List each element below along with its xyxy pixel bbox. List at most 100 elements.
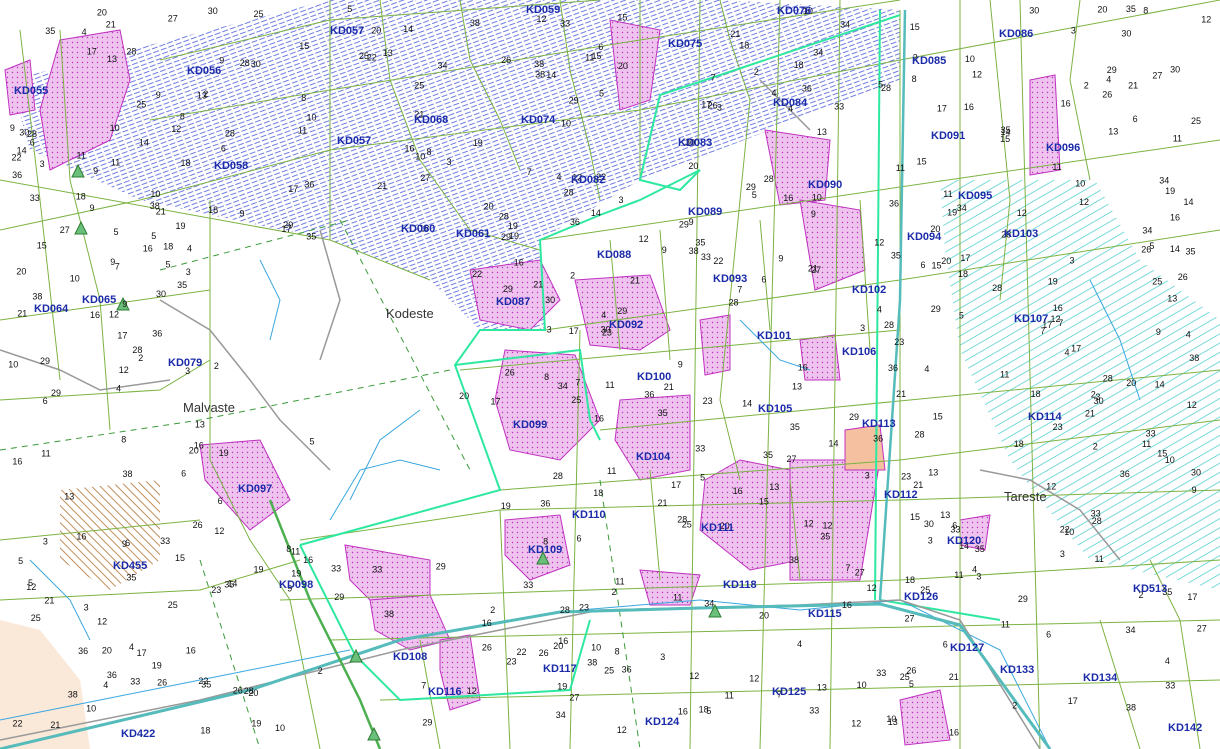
block-label[interactable]: KD068 (414, 114, 448, 126)
block-label[interactable]: KD076 (777, 5, 811, 17)
block-label[interactable]: KD513 (1133, 583, 1167, 595)
stand-number: 6 (943, 640, 948, 650)
block-label[interactable]: KD115 (808, 608, 842, 620)
block-label[interactable]: KD100 (637, 371, 671, 383)
stand-number: 15 (933, 412, 943, 422)
stand-number: 15 (175, 553, 185, 563)
block-labels[interactable]: KD055 KD056 KD057 KD057 KD058 KD059 KD06… (14, 4, 1202, 740)
stand-number: 22 (367, 52, 377, 62)
block-label[interactable]: KD083 (678, 137, 712, 149)
stand-number: 26 (501, 55, 511, 65)
stand-number: 8 (121, 434, 126, 444)
block-label[interactable]: KD102 (852, 284, 886, 296)
block-label[interactable]: KD134 (1083, 672, 1118, 684)
block-label[interactable]: KD112 (884, 489, 918, 501)
stand-number: 20 (248, 688, 258, 698)
stand-number: 21 (1085, 409, 1095, 419)
block-label[interactable]: KD113 (862, 418, 896, 430)
block-label[interactable]: KD093 (713, 273, 747, 285)
block-label[interactable]: KD109 (528, 544, 562, 556)
block-label[interactable]: KD057 (330, 25, 364, 37)
block-label[interactable]: KD089 (688, 206, 722, 218)
stand-number: 36 (802, 83, 812, 93)
block-label[interactable]: KD117 (543, 663, 577, 675)
block-label[interactable]: KD090 (808, 179, 842, 191)
stand-number: 35 (177, 280, 187, 290)
block-label[interactable]: KD099 (513, 419, 547, 431)
block-label[interactable]: KD114 (1028, 411, 1063, 423)
block-label[interactable]: KD108 (393, 651, 427, 663)
stand-number: 16 (76, 531, 86, 541)
block-label[interactable]: KD095 (958, 190, 992, 202)
block-label[interactable]: KD107 (1014, 313, 1048, 325)
block-label[interactable]: KD124 (645, 716, 680, 728)
block-label[interactable]: KD116 (428, 686, 462, 698)
block-label[interactable]: KD084 (773, 97, 808, 109)
stand-number: 17 (671, 480, 681, 490)
block-label[interactable]: KD106 (842, 346, 876, 358)
block-label[interactable]: KD125 (772, 686, 806, 698)
block-label[interactable]: KD059 (526, 4, 560, 16)
block-label[interactable]: KD082 (571, 174, 605, 186)
stand-number: 3 (40, 159, 45, 169)
stand-number: 2 (612, 587, 617, 597)
stand-number: 19 (508, 221, 518, 231)
block-label[interactable]: KD055 (14, 85, 48, 97)
stand-number: 4 (877, 304, 882, 314)
block-label[interactable]: KD087 (496, 296, 530, 308)
stand-number: 16 (783, 193, 793, 203)
block-label[interactable]: KD091 (931, 130, 965, 142)
block-label[interactable]: KD133 (1000, 664, 1034, 676)
stand-number: 26 (482, 642, 492, 652)
stand-number: 17 (937, 103, 947, 113)
block-label[interactable]: KD056 (187, 65, 221, 77)
block-label[interactable]: KD422 (121, 728, 155, 740)
block-label[interactable]: KD079 (168, 357, 202, 369)
stand-number: 18 (200, 725, 210, 735)
stand-number: 16 (194, 441, 204, 451)
block-label[interactable]: KD118 (723, 579, 757, 591)
stand-number: 18 (208, 205, 218, 215)
stand-number: 21 (913, 480, 923, 490)
block-label[interactable]: KD061 (456, 228, 490, 240)
stand-number: 16 (12, 456, 22, 466)
stand-number: 12 (171, 124, 181, 134)
block-label[interactable]: KD074 (521, 114, 556, 126)
block-label[interactable]: KD086 (999, 28, 1033, 40)
block-label[interactable]: KD094 (907, 231, 942, 243)
block-label[interactable]: KD103 (1004, 228, 1038, 240)
block-label[interactable]: KD097 (238, 483, 272, 495)
stand-number: 18 (181, 158, 191, 168)
block-label[interactable]: KD104 (636, 451, 671, 463)
stand-number: 25 (682, 519, 692, 529)
block-label[interactable]: KD098 (279, 579, 313, 591)
block-label[interactable]: KD105 (758, 403, 792, 415)
block-label[interactable]: KD075 (668, 38, 702, 50)
block-label[interactable]: KD096 (1046, 142, 1080, 154)
block-label[interactable]: KD101 (757, 330, 791, 342)
block-label[interactable]: KD092 (609, 319, 643, 331)
stand-number: 2 (1091, 390, 1096, 400)
block-label[interactable]: KD110 (572, 509, 606, 521)
stand-number: 21 (630, 276, 640, 286)
block-label[interactable]: KD065 (82, 294, 116, 306)
block-label[interactable]: KD120 (947, 535, 981, 547)
block-label[interactable]: KD111 (701, 522, 734, 534)
stand-number: 23 (602, 328, 612, 338)
block-label[interactable]: KD060 (401, 223, 435, 235)
stand-number: 10 (307, 113, 317, 123)
block-label[interactable]: KD142 (1168, 722, 1202, 734)
stand-number: 2 (1012, 700, 1017, 710)
block-label[interactable]: KD126 (904, 591, 938, 603)
block-label[interactable]: KD058 (214, 160, 248, 172)
block-label[interactable]: KD085 (912, 55, 946, 67)
block-label[interactable]: KD064 (34, 303, 69, 315)
block-label[interactable]: KD455 (113, 560, 147, 572)
block-label[interactable]: KD127 (950, 642, 984, 654)
block-label[interactable]: KD088 (597, 249, 631, 261)
stand-number: 8 (427, 147, 432, 157)
stand-number: 5 (151, 231, 156, 241)
block-label[interactable]: KD057 (337, 135, 371, 147)
stand-number: 9 (90, 203, 95, 213)
